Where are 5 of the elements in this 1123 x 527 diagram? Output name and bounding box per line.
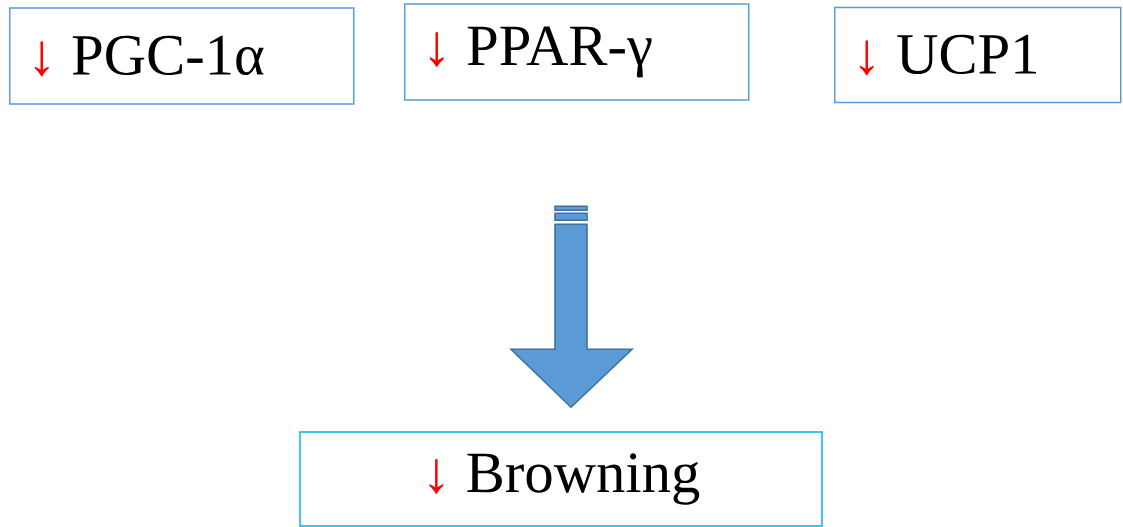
text-box: ↓ Browning xyxy=(299,431,823,527)
text-box: ↓ PGC-1α xyxy=(9,7,355,105)
text-box: ↓ PPAR-γ xyxy=(404,3,750,101)
text-box: ↓ UCP1 xyxy=(834,6,1122,104)
block-arrow xyxy=(509,205,634,409)
